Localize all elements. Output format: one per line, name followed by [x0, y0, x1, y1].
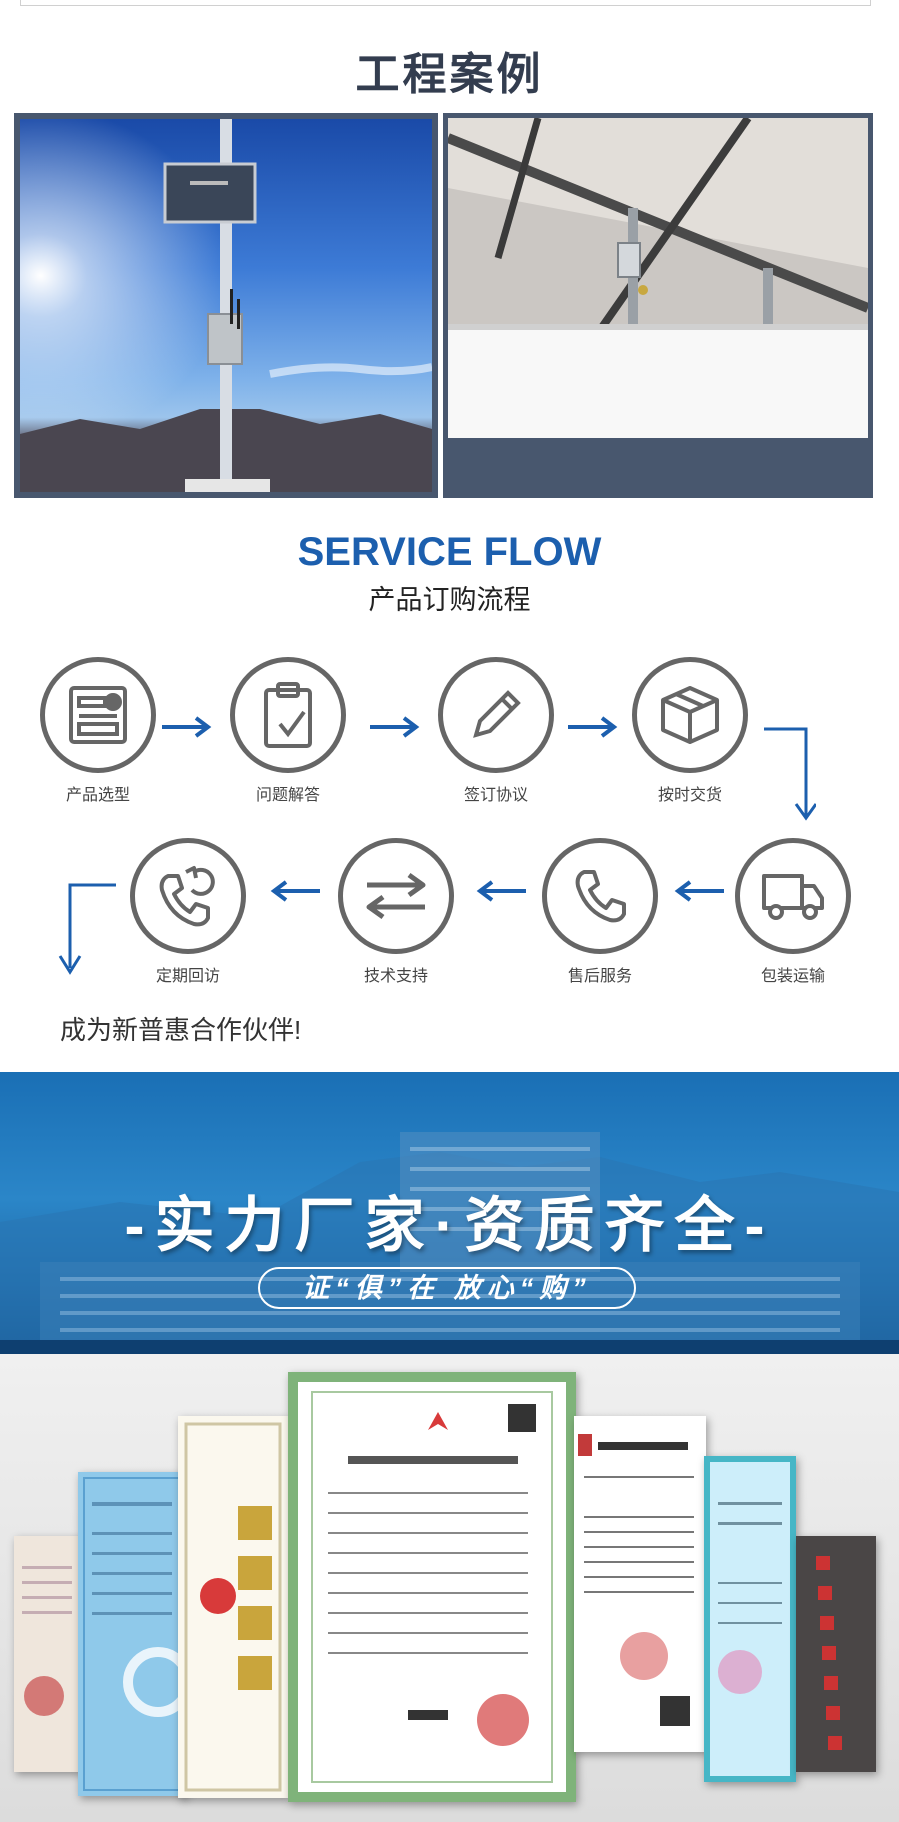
step-label: 包装运输	[760, 968, 825, 985]
step-label: 定期回访	[155, 968, 220, 985]
arrow-right-icon	[370, 716, 420, 738]
banner-subtitle: 证“俱”在 放心“购”	[258, 1267, 636, 1309]
arrow-left-icon	[270, 880, 320, 902]
service-flow-subtitle: 产品订购流程	[368, 585, 531, 615]
step-label: 问题解答	[255, 787, 320, 804]
arrow-down-icon	[764, 727, 816, 821]
phone-icon	[542, 838, 658, 954]
arrow-right-icon	[162, 716, 212, 738]
arrow-left-icon	[674, 880, 724, 902]
arrow-right-icon	[568, 716, 618, 738]
top-strip	[20, 0, 871, 6]
step-label: 签订协议	[463, 787, 528, 804]
step-label: 售后服务	[567, 968, 632, 985]
exchange-arrows-icon	[338, 838, 454, 954]
certificates-display	[0, 1354, 899, 1822]
box-icon	[632, 657, 748, 773]
certificate-image	[704, 1456, 796, 1782]
banner-title: -实力厂家·资质齐全-	[124, 1192, 775, 1259]
certificate-image	[796, 1536, 876, 1772]
clipboard-check-icon	[230, 657, 346, 773]
qualification-banner: -实力厂家·资质齐全- 证“俱”在 放心“购”	[0, 1072, 899, 1354]
step-on-time-delivery: 按时交货	[632, 657, 752, 804]
pencil-icon	[438, 657, 554, 773]
step-packaging-shipping: 包装运输	[735, 838, 855, 985]
phone-callback-icon	[130, 838, 246, 954]
arrow-down-icon	[58, 883, 116, 975]
certificate-image	[14, 1536, 80, 1772]
step-tech-support: 技术支持	[338, 838, 458, 985]
arrow-left-icon	[476, 880, 526, 902]
partner-text: 成为新普惠合作伙伴!	[60, 1015, 302, 1045]
certificate-image	[574, 1416, 706, 1752]
certificate-image	[288, 1372, 576, 1802]
step-question-answer: 问题解答	[230, 657, 350, 804]
step-after-sales: 售后服务	[542, 838, 662, 985]
step-label: 按时交货	[657, 787, 722, 804]
step-sign-agreement: 签订协议	[438, 657, 558, 804]
step-product-selection: 产品选型	[40, 657, 160, 804]
truck-icon	[735, 838, 851, 954]
step-regular-follow-up: 定期回访	[130, 838, 250, 985]
project-photo-roof-install	[443, 113, 873, 498]
form-icon	[40, 657, 156, 773]
certificate-image	[178, 1416, 288, 1798]
service-flow-title: SERVICE FLOW	[297, 530, 602, 574]
step-label: 产品选型	[65, 787, 130, 804]
certificate-image	[78, 1472, 193, 1796]
section-title: 工程案例	[355, 50, 544, 99]
step-label: 技术支持	[363, 968, 428, 985]
project-photo-solar-pole	[14, 113, 438, 498]
